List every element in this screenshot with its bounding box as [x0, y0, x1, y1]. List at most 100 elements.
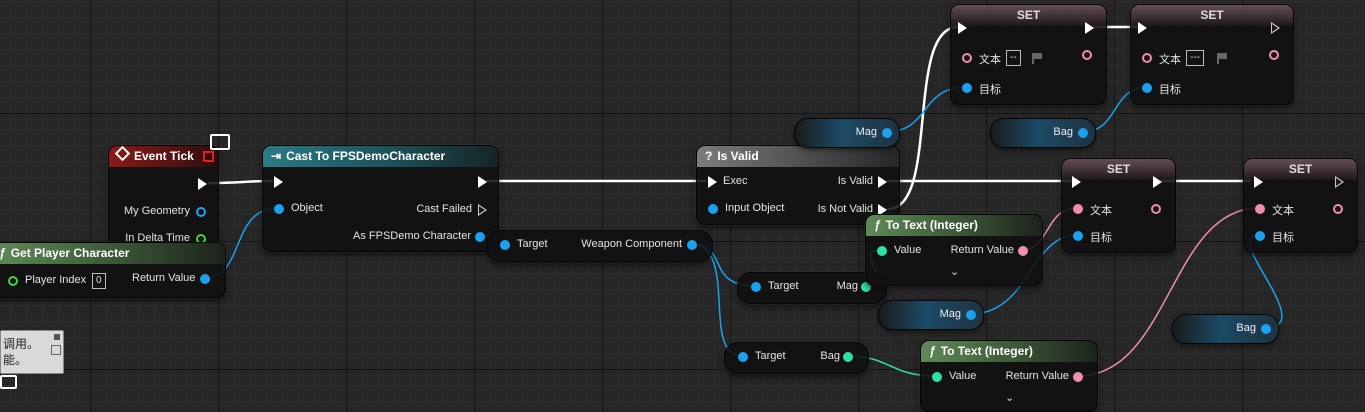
mag-target-pin[interactable] [751, 282, 761, 292]
event-tick-exec-out-pin[interactable] [198, 178, 207, 190]
set-text-out-pin[interactable] [1082, 50, 1092, 60]
set-exec-out-pin[interactable] [1085, 22, 1094, 34]
is-not-valid-label: Is Not Valid [817, 203, 873, 215]
cast-object-pin[interactable] [274, 204, 284, 214]
delegate-pin[interactable] [203, 151, 214, 162]
set-header-top-2[interactable]: SET [1131, 5, 1293, 26]
set-text-pin[interactable] [1073, 204, 1083, 214]
set-header-mid-1[interactable]: SET [1062, 159, 1175, 180]
my-geometry-pin[interactable] [196, 207, 206, 217]
exec-label: Exec [723, 175, 748, 187]
input-object-pin[interactable] [708, 204, 718, 214]
cast-node[interactable]: ⇥Cast To FPSDemoCharacter Object Cast Fa… [262, 145, 499, 252]
set-exec-in-pin[interactable] [1072, 176, 1081, 188]
comment-text-line2: 能。 [3, 353, 28, 367]
flag-icon[interactable] [1032, 53, 1044, 64]
is-valid-exec-in-pin[interactable] [708, 176, 717, 188]
is-valid-header[interactable]: ?Is Valid [697, 146, 899, 167]
question-icon: ? [705, 149, 713, 163]
event-tick-header[interactable]: Event Tick [109, 145, 218, 167]
mag-variable-mid[interactable]: Mag [878, 300, 984, 330]
set-text-pin[interactable] [1255, 204, 1265, 214]
weapon-component-pin[interactable] [687, 240, 697, 250]
set-exec-in-pin[interactable] [1254, 176, 1263, 188]
set-text-out-pin[interactable] [1269, 50, 1279, 60]
mag-variable-top[interactable]: Mag [794, 118, 900, 148]
set-text-pin[interactable] [962, 53, 972, 63]
bag-variable-pin[interactable] [1261, 324, 1271, 334]
set-text-input[interactable]: -- [1006, 50, 1021, 66]
comment-text-line1: 调用。 [3, 337, 40, 351]
is-not-valid-pin[interactable] [878, 204, 887, 216]
to-text-return-pin-1[interactable] [1018, 246, 1028, 256]
get-bag-int-node[interactable]: Target Bag [724, 342, 869, 374]
set-header-top-1[interactable]: SET [951, 5, 1106, 26]
set-node-mid-2[interactable]: SET 文本 目标 [1243, 158, 1358, 253]
bag-target-pin[interactable] [738, 352, 748, 362]
weapon-target-pin[interactable] [500, 240, 510, 250]
set-target-pin[interactable] [1142, 83, 1152, 93]
to-text-return-pin-2[interactable] [1073, 372, 1083, 382]
set-target-pin[interactable] [1255, 231, 1265, 241]
comment-box[interactable]: 调用。 能。 [0, 330, 64, 374]
set-text-out-pin[interactable] [1151, 204, 1161, 214]
cast-failed-pin[interactable] [478, 204, 487, 216]
monitor-icon [0, 375, 17, 389]
comment-pin-icon [54, 334, 60, 340]
set-title: SET [1288, 162, 1313, 176]
is-valid-out-label: Is Valid [837, 175, 873, 187]
to-text-value-pin-1[interactable] [877, 246, 887, 256]
mag-output-pin[interactable] [861, 282, 871, 292]
mag-variable-label: Mag [939, 308, 961, 320]
set-exec-out-pin[interactable] [1153, 176, 1162, 188]
to-text-value-pin-2[interactable] [932, 372, 942, 382]
set-exec-out-pin[interactable] [1271, 22, 1280, 34]
to-text-title-2: To Text (Integer) [940, 344, 1033, 358]
get-player-character-title: Get Player Character [10, 246, 130, 260]
bag-variable-mid[interactable]: Bag [1172, 314, 1279, 344]
mag-variable-pin[interactable] [882, 128, 892, 138]
set-text-out-pin[interactable] [1333, 204, 1343, 214]
return-value-label: Return Value [132, 272, 196, 284]
as-character-pin[interactable] [475, 232, 485, 242]
set-text-input[interactable]: --- [1186, 50, 1204, 66]
bag-variable-label: Bag [1236, 322, 1256, 334]
player-index-pin[interactable] [8, 276, 18, 286]
set-target-label: 目标 [1272, 232, 1294, 244]
set-exec-in-pin[interactable] [958, 22, 967, 34]
set-target-pin[interactable] [1073, 231, 1083, 241]
set-node-top-1[interactable]: SET 文本 -- 目标 [950, 4, 1107, 105]
cast-exec-out-pin[interactable] [478, 176, 487, 188]
bag-output-pin[interactable] [843, 352, 853, 362]
set-node-mid-1[interactable]: SET 文本 目标 [1061, 158, 1176, 253]
set-text-pin[interactable] [1142, 53, 1152, 63]
bag-variable-top[interactable]: Bag [990, 118, 1096, 148]
flag-icon[interactable] [1217, 53, 1229, 64]
to-text-title-1: To Text (Integer) [885, 218, 978, 232]
get-mag-int-node[interactable]: Target Mag [737, 272, 887, 304]
set-target-pin[interactable] [962, 83, 972, 93]
bag-variable-pin[interactable] [1078, 128, 1088, 138]
is-valid-out-pin[interactable] [878, 176, 887, 188]
set-node-top-2[interactable]: SET 文本 --- 目标 [1130, 4, 1294, 105]
weapon-component-node[interactable]: Target Weapon Component [486, 230, 713, 262]
get-player-character-node[interactable]: ƒGet Player Character Player Index 0 Ret… [0, 242, 226, 298]
player-index-input[interactable]: 0 [92, 273, 106, 289]
is-valid-node[interactable]: ?Is Valid Exec Is Valid Input Object Is … [696, 145, 900, 225]
get-player-character-header[interactable]: ƒGet Player Character [0, 243, 225, 264]
weapon-target-label: Target [517, 238, 548, 250]
event-tick-node[interactable]: Event Tick My Geometry In Delta Time [108, 145, 219, 255]
mag-variable-pin[interactable] [966, 310, 976, 320]
set-exec-in-pin[interactable] [1138, 22, 1147, 34]
cast-exec-in-pin[interactable] [274, 176, 283, 188]
set-header-mid-2[interactable]: SET [1244, 159, 1357, 180]
chevron-down-icon[interactable]: ⌄ [950, 266, 960, 278]
return-value-pin[interactable] [200, 274, 210, 284]
chevron-down-icon[interactable]: ⌄ [1005, 392, 1015, 404]
set-exec-out-pin[interactable] [1335, 176, 1344, 188]
cast-header[interactable]: ⇥Cast To FPSDemoCharacter [263, 146, 498, 167]
